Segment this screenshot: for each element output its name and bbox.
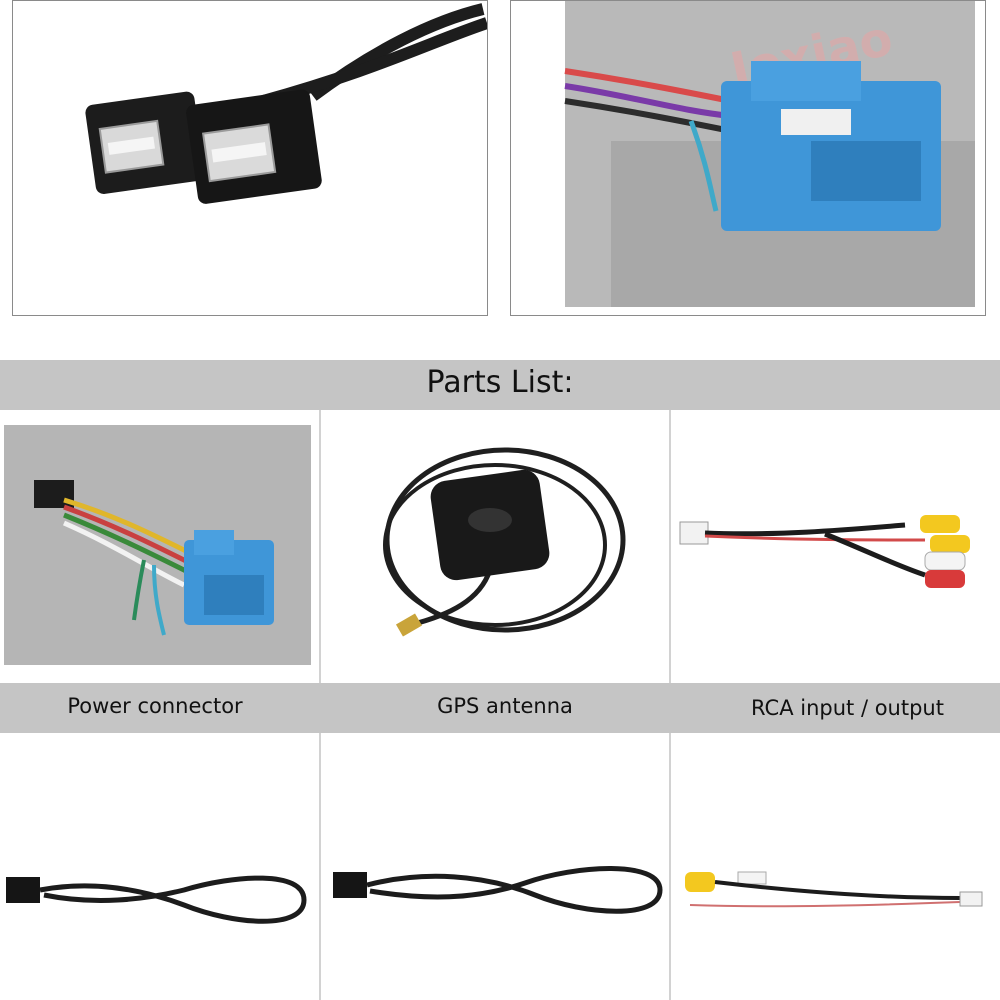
- usb-cable-photo-frame: [12, 0, 488, 316]
- harness-connector-photo-frame: Joxiao: [510, 0, 986, 316]
- rca-camera-cable-photo-frame: [680, 860, 995, 920]
- page-title: Parts List:: [426, 365, 574, 400]
- part-label-power-connector: Power connector: [67, 694, 243, 718]
- usb-cable-photo-frame-2: [4, 860, 310, 940]
- rca-cable-photo: [679, 515, 970, 588]
- part-labels-band: Power connector GPS antenna RCA input / …: [0, 683, 1000, 733]
- usb-cable-photo: [85, 3, 487, 204]
- rca-cable-photo-frame: [675, 500, 995, 610]
- gps-antenna-photo-frame: [370, 440, 630, 650]
- part-label-gps-antenna: GPS antenna: [437, 694, 573, 718]
- parts-list-header: Parts List:: [0, 360, 1000, 410]
- usb-cable-photo: [333, 866, 663, 914]
- gps-antenna-photo: [383, 447, 626, 637]
- harness-connector-photo: Joxiao: [564, 1, 975, 307]
- power-connector-photo-frame: [4, 425, 311, 665]
- rca-camera-cable-photo: [685, 871, 983, 908]
- part-label-rca: RCA input / output: [751, 696, 944, 720]
- usb-cable-photo: [6, 875, 307, 924]
- usb-cable-photo-frame-3: [325, 855, 665, 935]
- power-connector-photo: [34, 480, 274, 636]
